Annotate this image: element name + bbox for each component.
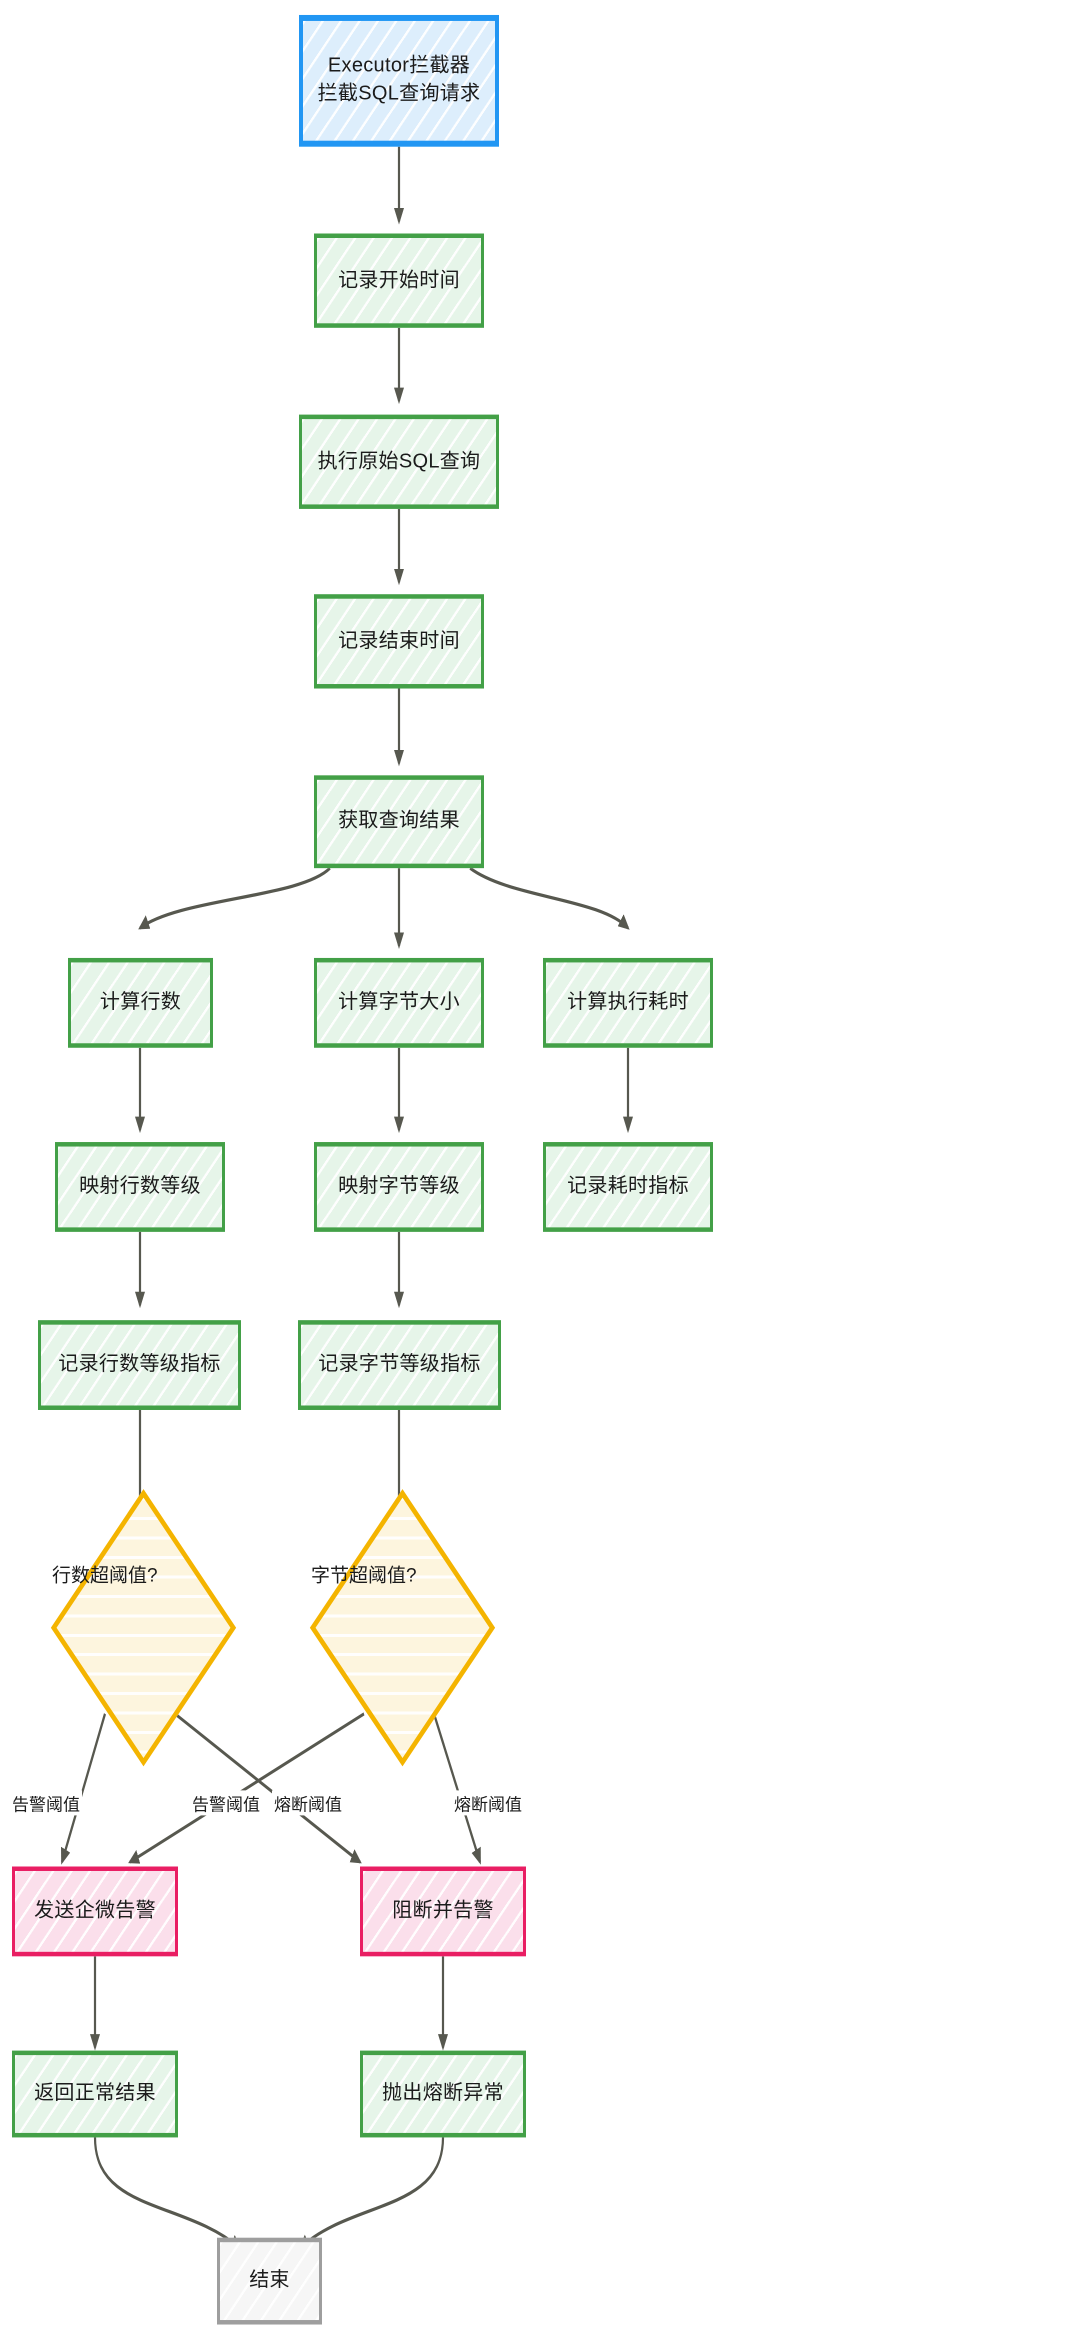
node-start-label: Executor拦截器 拦截SQL查询请求 <box>317 55 481 105</box>
node-record-rows-level-metric-label: 记录行数等级指标 <box>58 1353 221 1376</box>
node-record-cost-metric-label: 记录耗时指标 <box>567 1175 689 1198</box>
node-map-bytes-level[interactable]: 映射字节等级 <box>314 1142 484 1232</box>
node-record-end-time-label: 记录结束时间 <box>338 629 460 652</box>
node-decision-rows[interactable]: 行数超阈值? <box>50 1489 237 1767</box>
node-map-rows-level-label: 映射行数等级 <box>79 1175 201 1198</box>
edge-label-break-mid: 熔断阈值 <box>272 1790 344 1816</box>
node-record-end-time[interactable]: 记录结束时间 <box>314 594 484 689</box>
node-map-bytes-level-label: 映射字节等级 <box>338 1175 460 1198</box>
node-record-cost-metric[interactable]: 记录耗时指标 <box>543 1142 713 1232</box>
node-record-rows-level-metric[interactable]: 记录行数等级指标 <box>38 1320 241 1410</box>
node-calc-bytes-label: 计算字节大小 <box>338 991 460 1014</box>
node-calc-cost[interactable]: 计算执行耗时 <box>543 957 713 1048</box>
node-calc-rows[interactable]: 计算行数 <box>68 957 213 1048</box>
node-decision-bytes[interactable]: 字节超阈值? <box>309 1489 496 1767</box>
edge-label-alert-mid: 告警阈值 <box>190 1790 262 1816</box>
node-record-bytes-level-metric[interactable]: 记录字节等级指标 <box>298 1320 501 1410</box>
node-end[interactable]: 结束 <box>217 2237 322 2325</box>
node-execute-sql[interactable]: 执行原始SQL查询 <box>299 414 499 509</box>
node-get-result-label: 获取查询结果 <box>338 809 460 832</box>
node-record-bytes-level-metric-label: 记录字节等级指标 <box>318 1353 481 1376</box>
node-execute-sql-label: 执行原始SQL查询 <box>317 449 481 472</box>
node-block-and-alert-label: 阻断并告警 <box>392 1899 494 1922</box>
node-map-rows-level[interactable]: 映射行数等级 <box>55 1142 225 1232</box>
node-calc-bytes[interactable]: 计算字节大小 <box>314 957 484 1048</box>
node-send-wecom-alert-label: 发送企微告警 <box>34 1899 156 1922</box>
node-calc-cost-label: 计算执行耗时 <box>567 991 689 1014</box>
node-block-and-alert[interactable]: 阻断并告警 <box>360 1866 526 1957</box>
node-throw-circuit-exception-label: 抛出熔断异常 <box>382 2082 504 2105</box>
node-return-normal-result[interactable]: 返回正常结果 <box>12 2050 178 2138</box>
node-return-normal-result-label: 返回正常结果 <box>34 2082 156 2105</box>
edge-label-alert-left: 告警阈值 <box>10 1790 82 1816</box>
decision-bytes-label: 字节超阈值? <box>311 1565 417 1587</box>
node-end-label: 结束 <box>249 2269 290 2292</box>
node-get-result[interactable]: 获取查询结果 <box>314 775 484 869</box>
edge-label-break-right: 熔断阈值 <box>452 1790 524 1816</box>
node-send-wecom-alert[interactable]: 发送企微告警 <box>12 1866 178 1957</box>
node-calc-rows-label: 计算行数 <box>99 991 182 1014</box>
node-record-start-time[interactable]: 记录开始时间 <box>314 233 484 328</box>
node-start[interactable]: Executor拦截器 拦截SQL查询请求 <box>299 14 499 147</box>
node-throw-circuit-exception[interactable]: 抛出熔断异常 <box>360 2050 526 2138</box>
node-record-start-time-label: 记录开始时间 <box>338 268 460 291</box>
decision-rows-label: 行数超阈值? <box>52 1565 158 1587</box>
